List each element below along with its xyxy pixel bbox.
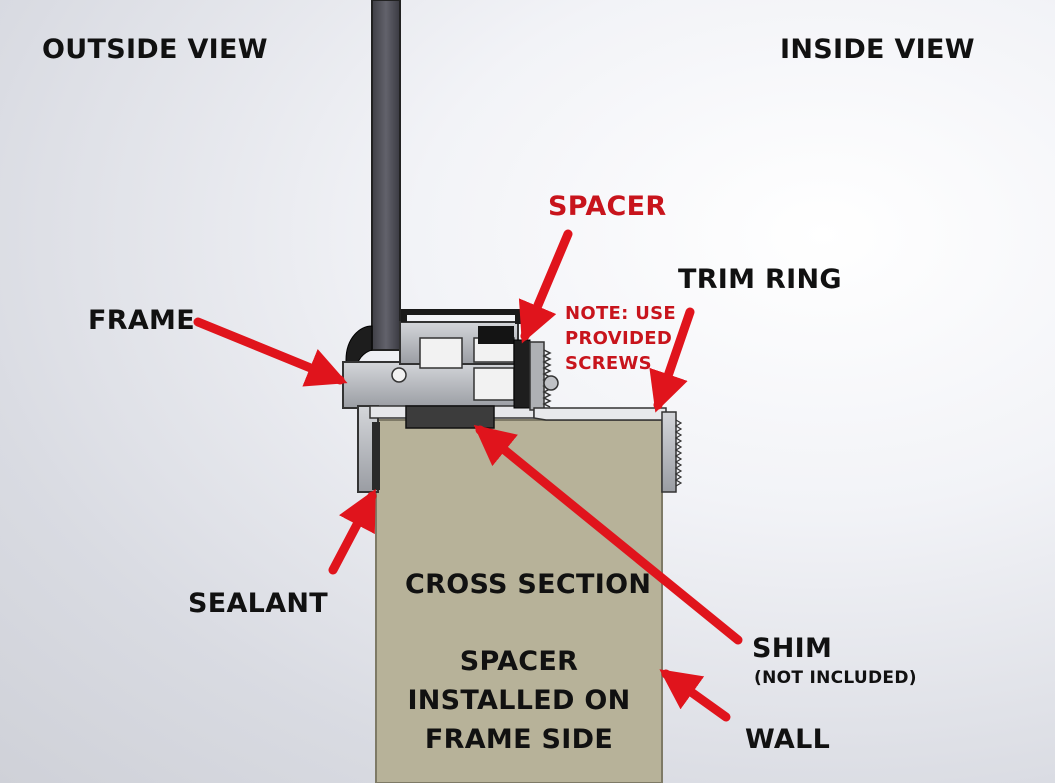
sealant-arrow <box>328 488 377 575</box>
wall-arrow <box>659 669 731 722</box>
shim-label: SHIM <box>752 633 833 664</box>
spacer-arrow <box>518 229 573 344</box>
shim-note: (NOT INCLUDED) <box>754 668 917 688</box>
frame-arrow <box>193 317 348 387</box>
spacer-installed-line-3: FRAME SIDE <box>424 724 614 755</box>
shim-block <box>405 405 495 429</box>
note-line-3: SCREWS <box>565 353 652 374</box>
screw <box>529 341 559 411</box>
note-line-2: PROVIDED <box>565 328 673 349</box>
spacer-label: SPACER <box>548 191 667 222</box>
spacer-part <box>513 339 531 409</box>
note-line-1: NOTE: USE <box>565 303 676 324</box>
trim-ring-label: TRIM RING <box>678 264 842 295</box>
trim-ring-arrow <box>649 307 695 413</box>
outside-view-title: OUTSIDE VIEW <box>42 34 268 65</box>
wall-section <box>375 419 663 783</box>
spacer-installed-line-2: INSTALLED ON <box>407 685 631 716</box>
sealant-bead <box>372 422 380 490</box>
frame-label: FRAME <box>88 305 195 336</box>
wall-label: WALL <box>745 724 831 755</box>
inside-view-title: INSIDE VIEW <box>780 34 975 65</box>
shim-arrow <box>473 424 743 645</box>
sealant-label: SEALANT <box>188 588 329 619</box>
glass-pane <box>371 0 401 351</box>
cross-section-label: CROSS SECTION <box>405 569 652 600</box>
spacer-installed-line-1: SPACER <box>459 646 579 677</box>
trim-ring <box>533 407 683 493</box>
